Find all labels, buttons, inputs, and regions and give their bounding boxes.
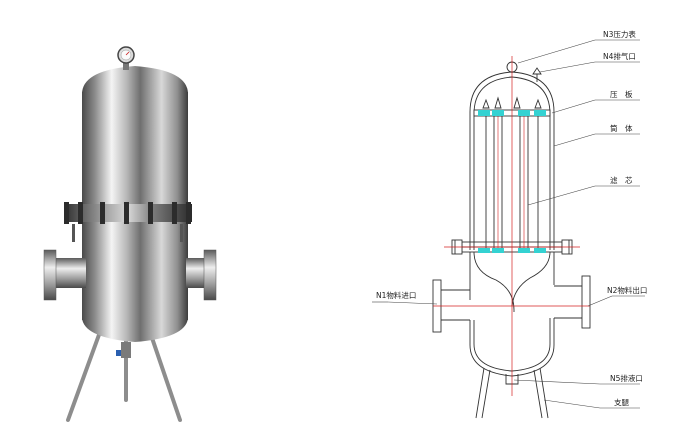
- vent-valve-icon: [532, 67, 542, 82]
- photo-bottom-head: [82, 318, 188, 342]
- drawing-tie-rod-tips: [482, 96, 542, 109]
- product-photo: [43, 46, 217, 422]
- drawing-lower-vessel: [469, 252, 555, 300]
- label-filter-element: 滤 芯: [610, 175, 633, 185]
- photo-top-head: [82, 66, 188, 94]
- photo-inlet-flange: [43, 249, 57, 301]
- drawing-center-lines: [433, 56, 590, 396]
- label-leaders: [372, 39, 645, 409]
- label-n2-outlet: N2物料出口: [607, 285, 647, 295]
- photo-drain-valve: [116, 342, 131, 358]
- label-legs: 支腿: [614, 397, 629, 407]
- label-n1-inlet: N1物料进口: [376, 290, 416, 300]
- drawing-tube-sheet: [478, 248, 546, 253]
- drawing-legs: [475, 367, 549, 419]
- photo-inlet-pipe: [52, 258, 86, 288]
- photo-outlet-flange: [203, 249, 217, 301]
- pressure-gauge-icon: [117, 46, 135, 70]
- label-n5-drain: N5排液口: [610, 373, 643, 383]
- label-shell: 筒 体: [610, 123, 633, 133]
- label-n4-vent: N4排气口: [603, 51, 636, 61]
- label-n3-pressure-gauge: N3压力表: [603, 29, 636, 39]
- photo-flange-bolts: [64, 202, 191, 224]
- drawing-outlet-flange: [581, 275, 591, 329]
- label-pressure-plate: 压 板: [610, 89, 633, 99]
- section-drawing: [372, 39, 645, 419]
